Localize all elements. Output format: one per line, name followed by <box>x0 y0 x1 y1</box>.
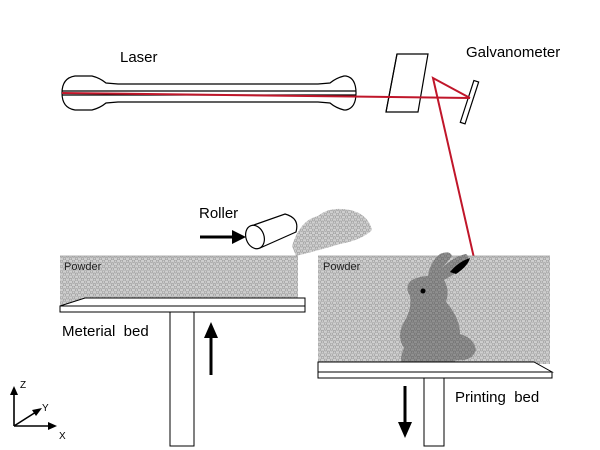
bunny-eye <box>420 288 426 294</box>
material-bed-platform <box>59 297 306 447</box>
printing-bed-down-arrow <box>398 386 412 438</box>
roller-label: Roller <box>199 205 238 222</box>
coordinate-axes <box>10 386 57 430</box>
galvanometer <box>385 53 480 125</box>
galvo-mirror-1 <box>385 53 429 113</box>
printing-bed-label: Printing bed <box>455 389 539 406</box>
material-bed-up-arrow <box>204 322 218 375</box>
roller <box>244 213 298 250</box>
printed-bunny <box>400 252 476 372</box>
powder-right-label: Powder <box>323 261 361 273</box>
laser-beam <box>61 76 475 259</box>
roller-arrow <box>200 230 246 244</box>
axis-z-label: Z <box>20 380 26 391</box>
axis-y-label: Y <box>42 403 49 414</box>
axis-x-label: X <box>59 431 66 442</box>
galvanometer-label: Galvanometer <box>466 44 560 61</box>
bunny-ear-slice <box>450 258 470 274</box>
material-bed-label: Meterial bed <box>62 323 149 340</box>
galvo-mirror-2 <box>459 79 480 125</box>
printing-bed-platform <box>317 361 554 447</box>
powder-pile <box>292 208 372 256</box>
laser-label: Laser <box>120 49 158 66</box>
powder-left-label: Powder <box>64 261 102 273</box>
